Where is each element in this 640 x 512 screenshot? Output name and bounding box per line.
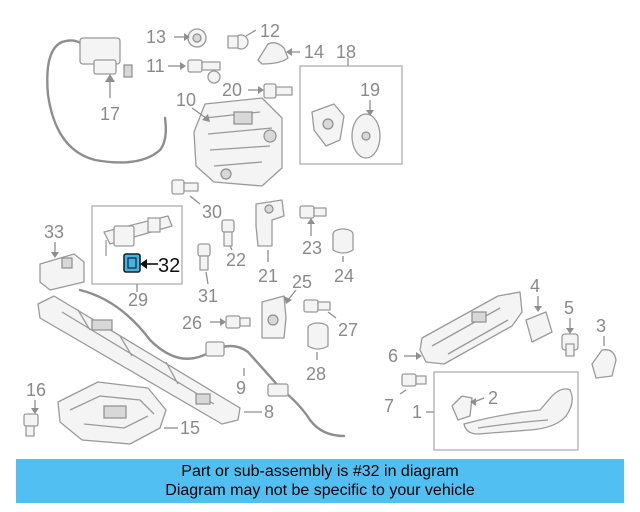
- callout-27: 27: [338, 320, 358, 340]
- callout-13: 13: [146, 27, 166, 47]
- box-18: [299, 65, 403, 165]
- part-17-cable: [46, 37, 168, 164]
- banner-line-1: Part or sub-assembly is #32 in diagram: [181, 463, 459, 480]
- part-8-handle-base: [37, 295, 262, 425]
- callout-6: 6: [388, 346, 398, 366]
- callout-18: 18: [336, 42, 356, 62]
- callout-15: 15: [180, 418, 200, 438]
- callout-9: 9: [236, 378, 246, 398]
- callout-29: 29: [128, 290, 148, 310]
- callout-17: 17: [100, 104, 120, 124]
- callout-19: 19: [360, 80, 380, 100]
- part-1-outer-handle: [463, 388, 573, 435]
- part-23-bolt: [299, 205, 327, 236]
- callout-22: 22: [226, 250, 246, 270]
- callout-21: 21: [258, 266, 278, 286]
- part-27-bolt: [303, 299, 337, 319]
- part-5-lock-cylinder: [561, 318, 579, 357]
- part-11-bolt: [168, 59, 221, 84]
- part-32-highlighted-seal: [123, 253, 158, 273]
- callout-33: 33: [44, 222, 64, 242]
- part-31-bolt: [197, 243, 211, 285]
- part-22-bolt: [221, 219, 235, 251]
- part-7-bolt: [399, 373, 427, 395]
- callout-25: 25: [292, 272, 312, 292]
- callout-26: 26: [182, 313, 202, 333]
- part-10-lock-actuator: [191, 97, 283, 187]
- part-28-bushing: [307, 322, 329, 360]
- callout-5: 5: [564, 298, 574, 318]
- callout-3: 3: [596, 316, 606, 336]
- part-24-bushing: [332, 228, 354, 262]
- part-3-cap: [591, 336, 617, 379]
- part-19-plate: [351, 100, 381, 159]
- callout-31: 31: [198, 286, 218, 306]
- part-13-cap: [174, 28, 207, 48]
- box-1: [433, 371, 579, 451]
- part-26-bolt: [210, 315, 251, 329]
- part-14-cap: [257, 42, 300, 65]
- callout-16: 16: [26, 380, 46, 400]
- part-20-bolt: [248, 83, 293, 99]
- parts-diagram: 17 13 11 12 14 20: [23, 21, 617, 451]
- callout-24: 24: [334, 266, 354, 286]
- part-16-bolt: [23, 400, 39, 437]
- callout-20: 20: [222, 80, 242, 100]
- part-9-cable: [78, 288, 346, 438]
- callout-23: 23: [302, 238, 322, 258]
- callout-8: 8: [264, 402, 274, 422]
- callout-2: 2: [488, 388, 498, 408]
- callout-28: 28: [306, 364, 326, 384]
- part-15-frame: [57, 381, 178, 445]
- banner-line-2: Diagram may not be specific to your vehi…: [165, 482, 475, 499]
- part-30-bolt: [171, 179, 201, 205]
- part-33-connector: [39, 242, 85, 291]
- callout-12: 12: [260, 21, 280, 41]
- callout-11: 11: [146, 56, 165, 76]
- info-banner: Part or sub-assembly is #32 in diagram D…: [16, 459, 624, 503]
- part-2-gasket: [451, 395, 485, 421]
- part-4-gasket: [525, 296, 553, 343]
- part-6-handle-carrier: [404, 291, 523, 365]
- part-25-bracket: [261, 289, 297, 339]
- part-12-screw: [227, 29, 257, 50]
- callout-4: 4: [530, 276, 540, 296]
- callout-1: 1: [412, 402, 422, 422]
- callout-10: 10: [176, 90, 196, 110]
- part-29-door-check: [103, 215, 173, 256]
- part-21-hinge: [255, 199, 285, 262]
- callout-14: 14: [304, 42, 324, 62]
- callout-7: 7: [384, 396, 394, 416]
- part-18-latch: [311, 103, 345, 147]
- callout-30: 30: [202, 202, 222, 222]
- callout-32-highlighted: 32: [158, 255, 180, 277]
